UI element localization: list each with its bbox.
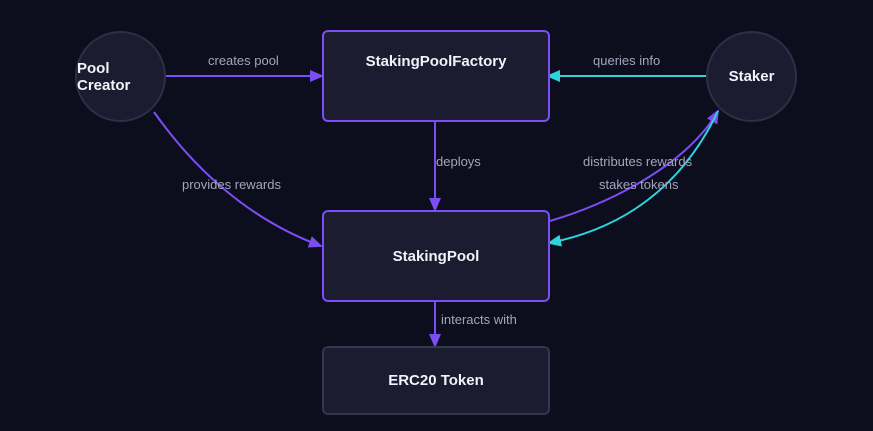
- staking-pool-label: StakingPool: [392, 247, 480, 265]
- queries-info-label: queries info: [593, 53, 661, 68]
- deploys-label: deploys: [436, 154, 481, 169]
- edge-provides-rewards: [153, 111, 323, 248]
- staker-node[interactable]: Staker: [706, 31, 797, 122]
- edge-stakes-tokens: [547, 110, 719, 247]
- pool-creator-label: Pool Creator: [77, 59, 131, 94]
- creates-pool-label: creates pool: [208, 53, 279, 68]
- distributes-rewards-label: distributes rewards: [583, 154, 693, 169]
- erc20-token-label: ERC20 Token: [388, 372, 484, 389]
- erc20-token-node[interactable]: ERC20 Token: [322, 346, 550, 415]
- staking-pool-node[interactable]: StakingPool: [322, 210, 550, 302]
- pool-creator-node[interactable]: Pool Creator: [75, 31, 166, 122]
- provides-rewards-label: provides rewards: [182, 177, 281, 192]
- edge-distributes-rewards: [549, 109, 719, 222]
- staking-pool-factory-label: StakingPoolFactory: [365, 53, 507, 70]
- staker-label: Staker: [728, 68, 775, 85]
- stakes-tokens-label: stakes tokens: [599, 177, 679, 192]
- interacts-with-label: interacts with: [441, 312, 517, 327]
- staking-pool-factory-node[interactable]: StakingPoolFactory: [322, 30, 550, 122]
